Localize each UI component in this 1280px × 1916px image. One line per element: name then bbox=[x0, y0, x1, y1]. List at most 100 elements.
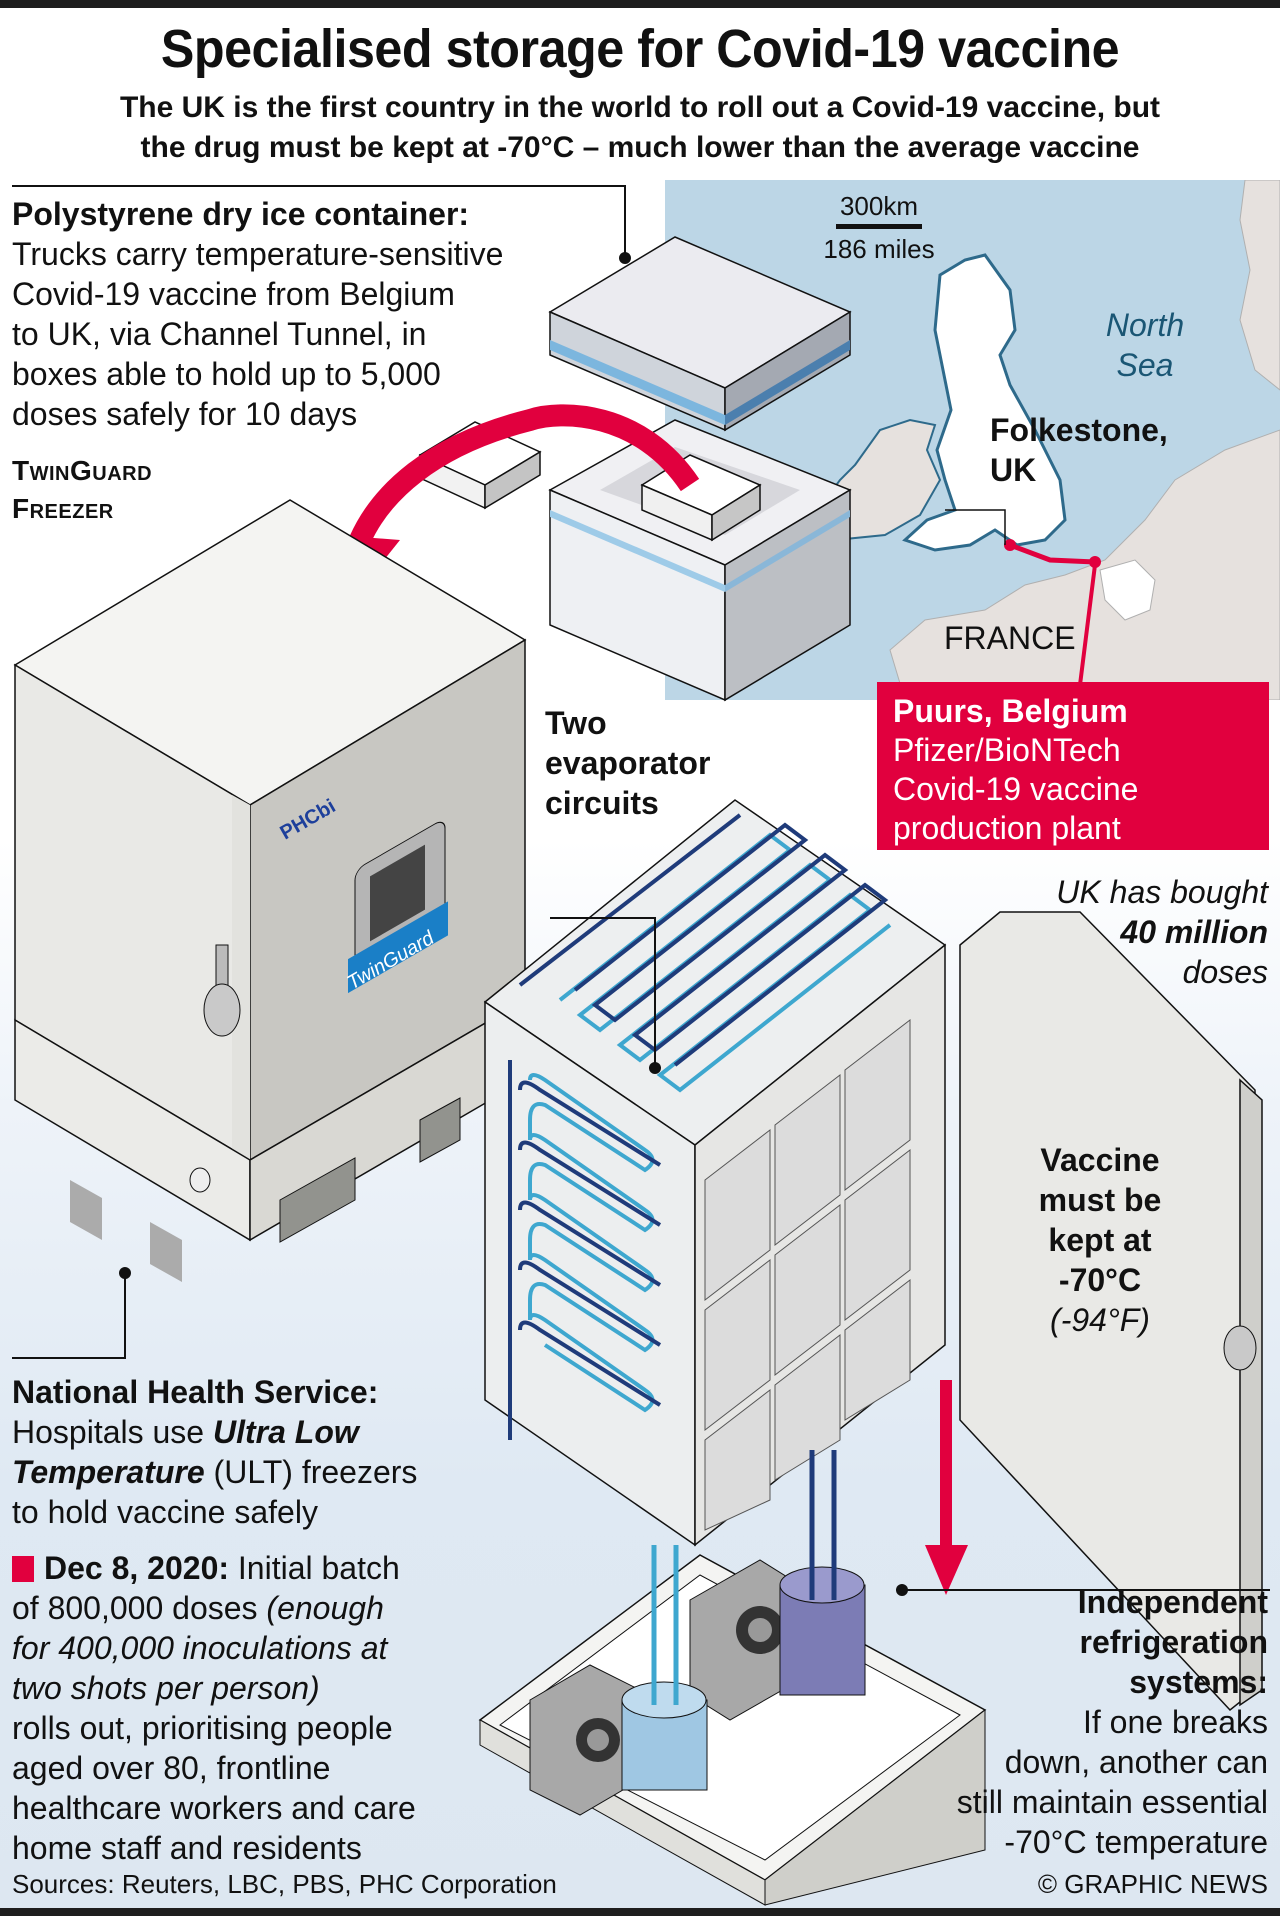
temperature-fahrenheit: (-94°F) bbox=[1050, 1302, 1150, 1338]
nhs-callout: National Health Service: Hospitals use U… bbox=[12, 1372, 472, 1532]
evaporator-coils-side bbox=[508, 1060, 662, 1440]
rollout-line: rolls out, prioritising people bbox=[12, 1710, 393, 1746]
rollout-italic: for 400,000 inoculations at bbox=[12, 1630, 388, 1666]
page-title: Specialised storage for Covid-19 vaccine bbox=[160, 19, 1120, 79]
scale-bar bbox=[836, 224, 922, 229]
twinguard-label-line: TwinGuard bbox=[12, 455, 153, 486]
plant-line: Pfizer/BioNTech bbox=[893, 732, 1121, 768]
land-belgium bbox=[1099, 559, 1156, 621]
scale-miles: 186 miles bbox=[823, 234, 935, 264]
sea-label-line: North bbox=[1105, 307, 1185, 343]
nhs-text: Hospitals use bbox=[12, 1414, 213, 1450]
refrigeration-line: -70°C temperature bbox=[1004, 1824, 1268, 1860]
nhs-emphasis: Ultra Low bbox=[212, 1414, 359, 1450]
nhs-line: to hold vaccine safely bbox=[12, 1494, 318, 1530]
temperature-line: kept at bbox=[1048, 1222, 1152, 1258]
evaporator-label-line: circuits bbox=[545, 785, 659, 821]
land-scandinavia bbox=[1239, 180, 1280, 391]
plant-line: Covid-19 vaccine bbox=[893, 771, 1139, 807]
transfer-arrow bbox=[349, 404, 700, 545]
subtitle-line: The UK is the first country in the world… bbox=[119, 91, 1161, 124]
refrigeration-line: If one breaks bbox=[1083, 1704, 1268, 1740]
freezer-door bbox=[959, 911, 1263, 1712]
vaccine-trays bbox=[704, 1018, 911, 1531]
refrigeration-line: still maintain essential bbox=[956, 1784, 1268, 1820]
refrigeration-heading: systems: bbox=[1129, 1664, 1268, 1700]
rollout-italic: (enough bbox=[266, 1590, 384, 1626]
refrigeration-line: down, another can bbox=[1004, 1744, 1268, 1780]
temperature-celsius: -70°C bbox=[1058, 1262, 1142, 1298]
nhs-leader-line bbox=[12, 1273, 126, 1359]
bullet-square-icon bbox=[12, 1556, 34, 1582]
nhs-text: (ULT) freezers bbox=[204, 1454, 418, 1490]
refrigeration-callout: Independent refrigeration systems: If on… bbox=[880, 1582, 1268, 1862]
city-label-line: UK bbox=[990, 452, 1037, 488]
credit: © GRAPHIC NEWS bbox=[1037, 1869, 1268, 1899]
sea-label: North Sea bbox=[1090, 305, 1200, 385]
rollout-callout: Dec 8, 2020: Initial batch of 800,000 do… bbox=[12, 1548, 482, 1868]
nhs-heading: National Health Service: bbox=[12, 1374, 379, 1410]
evaporator-label-line: Two bbox=[545, 705, 607, 741]
temperature-line: Vaccine bbox=[1040, 1142, 1160, 1178]
evaporator-leader-line bbox=[550, 917, 656, 1068]
rollout-line: of 800,000 doses (enough bbox=[12, 1588, 482, 1628]
land-continent bbox=[889, 429, 1280, 700]
rollout-line: Dec 8, 2020: Initial batch bbox=[12, 1548, 482, 1588]
down-arrow-head bbox=[925, 1545, 968, 1595]
poly-leader-line bbox=[12, 185, 626, 258]
plant-title: Puurs, Belgium bbox=[893, 693, 1128, 729]
rollout-line: home staff and residents bbox=[12, 1830, 362, 1866]
evaporator-label-line: evaporator bbox=[545, 745, 711, 781]
polystyrene-line: boxes able to hold up to 5,000 bbox=[12, 356, 441, 392]
city-label-line: Folkestone, bbox=[990, 412, 1168, 448]
rollout-date: Dec 8, 2020: bbox=[44, 1550, 230, 1586]
purchase-line: doses bbox=[1182, 954, 1268, 990]
subtitle: The UK is the first country in the world… bbox=[0, 88, 1280, 168]
route-line bbox=[1009, 542, 1096, 565]
purchase-line: UK has bought bbox=[1056, 874, 1268, 910]
subtitle-line: the drug must be kept at -70°C – much lo… bbox=[140, 131, 1140, 164]
route-start bbox=[1004, 539, 1016, 551]
scale-km: 300km bbox=[839, 191, 919, 221]
refrigeration-heading: Independent bbox=[1077, 1584, 1268, 1620]
down-arrow-shaft bbox=[940, 1380, 952, 1560]
temperature-line: must be bbox=[1038, 1182, 1162, 1218]
evaporator-label: Two evaporator circuits bbox=[545, 703, 710, 823]
dry-ice-lid bbox=[548, 236, 852, 432]
polystyrene-callout: Polystyrene dry ice container: Trucks ca… bbox=[12, 194, 612, 434]
rollout-line: aged over 80, frontline bbox=[12, 1750, 331, 1786]
twinguard-freezer bbox=[13, 499, 527, 1282]
twinguard-label-line: Freezer bbox=[12, 493, 114, 524]
land-great-britain bbox=[902, 253, 1067, 552]
polystyrene-line: doses safely for 10 days bbox=[12, 396, 358, 432]
evaporator-coils-top bbox=[518, 813, 892, 1093]
polystyrene-heading: Polystyrene dry ice container: bbox=[12, 196, 470, 232]
polystyrene-line: Trucks carry temperature-sensitive bbox=[12, 236, 504, 272]
rollout-line: healthcare workers and care bbox=[12, 1790, 416, 1826]
map-scale: 300km 186 miles bbox=[804, 190, 954, 265]
nhs-line: Hospitals use Ultra Low bbox=[12, 1412, 472, 1452]
rollout-italic: two shots per person) bbox=[12, 1670, 320, 1706]
purchase-note: UK has bought 40 million doses bbox=[900, 872, 1268, 992]
polystyrene-line: to UK, via Channel Tunnel, in bbox=[12, 316, 427, 352]
refrigeration-base bbox=[478, 1554, 987, 1906]
plant-line: production plant bbox=[893, 810, 1121, 846]
dry-ice-box bbox=[548, 419, 852, 702]
bottom-border bbox=[0, 1908, 1280, 1916]
country-label: FRANCE bbox=[944, 620, 1076, 656]
sea-label-line: Sea bbox=[1116, 347, 1174, 383]
plant-callout: Puurs, Belgium Pfizer/BioNTech Covid-19 … bbox=[877, 682, 1269, 850]
rollout-text: of 800,000 doses bbox=[12, 1590, 267, 1626]
nhs-line: Temperature (ULT) freezers bbox=[12, 1452, 472, 1492]
polystyrene-line: Covid-19 vaccine from Belgium bbox=[12, 276, 455, 312]
rollout-text: Initial batch bbox=[229, 1550, 400, 1586]
temperature-note: Vaccine must be kept at -70°C (-94°F) bbox=[1010, 1140, 1190, 1340]
refrigeration-heading: refrigeration bbox=[1079, 1624, 1268, 1660]
purchase-amount: 40 million bbox=[1120, 914, 1268, 950]
city-label: Folkestone, UK bbox=[990, 410, 1168, 490]
route-end bbox=[1089, 556, 1101, 568]
nhs-emphasis: Temperature bbox=[12, 1454, 205, 1490]
twinguard-label: TwinGuard Freezer bbox=[12, 452, 152, 528]
sources: Sources: Reuters, LBC, PBS, PHC Corporat… bbox=[12, 1869, 557, 1899]
